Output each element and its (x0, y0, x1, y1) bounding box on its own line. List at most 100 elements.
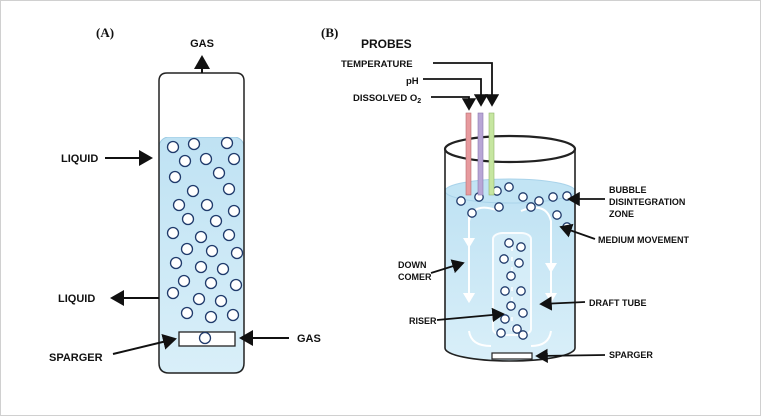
gas-in-label: GAS (297, 333, 321, 345)
bubble (220, 136, 234, 150)
bubble (177, 274, 191, 288)
bubble-zone-label-2: DISINTEGRATION (609, 197, 685, 207)
o2-leader (431, 96, 477, 111)
bubble (212, 166, 226, 180)
circulation-right (520, 206, 557, 303)
bubble (214, 294, 228, 308)
probe-temperature (488, 112, 495, 196)
sparger-arrow-a (112, 334, 177, 355)
down-comer-arrow (430, 259, 465, 274)
panel-a-letter: (A) (96, 25, 114, 40)
panel-b-letter: (B) (321, 25, 338, 40)
bubble (180, 242, 194, 256)
bubble (227, 152, 241, 166)
bubble (181, 212, 195, 226)
bubble (227, 204, 241, 218)
temperature-label: TEMPERATURE (341, 59, 413, 70)
medium-movement-arrow (559, 223, 596, 240)
bubble (226, 308, 240, 322)
bubble (516, 286, 526, 296)
bubble (229, 278, 243, 292)
bubble (204, 310, 218, 324)
probe-o2 (465, 112, 472, 196)
column-headspace (158, 72, 245, 137)
vessel-rim (443, 134, 577, 164)
vessel-sparger (491, 352, 533, 360)
bubble (516, 242, 526, 252)
bubble (467, 208, 477, 218)
bubble (172, 198, 186, 212)
bubble (518, 192, 528, 202)
ph-label: pH (406, 76, 419, 87)
bubble (222, 228, 236, 242)
draft-tube-arrow (539, 296, 586, 311)
liquid-out-label: LIQUID (58, 293, 95, 305)
bubble (222, 182, 236, 196)
draft-tube-label: DRAFT TUBE (589, 298, 647, 308)
bubble (169, 256, 183, 270)
bubble (552, 210, 562, 220)
column-wall (158, 137, 245, 374)
bubble (180, 306, 194, 320)
bubble (504, 182, 514, 192)
sparger-label-b: SPARGER (609, 350, 653, 360)
vessel-bottom (444, 347, 576, 362)
bubble (200, 198, 214, 212)
bubble (548, 192, 558, 202)
down-comer-label-1: DOWN (398, 260, 427, 270)
bubble-column (158, 72, 245, 374)
bubble (518, 308, 528, 318)
ph-leader (423, 78, 489, 107)
bubble (496, 328, 506, 338)
circulation-bottom-right (530, 330, 552, 347)
bubble (166, 226, 180, 240)
bubble (166, 286, 180, 300)
down-comer-label-2: COMER (398, 272, 432, 282)
probe-ph (477, 112, 484, 196)
bubble (514, 258, 524, 268)
medium-movement-label: MEDIUM MOVEMENT (598, 235, 690, 245)
liquid-in-label: LIQUID (61, 153, 98, 165)
bubble (194, 260, 208, 274)
sparger-arrow-b (535, 348, 606, 364)
bubble-zone-label-3: ZONE (609, 209, 634, 219)
circulation-bottom-left (468, 330, 492, 347)
dissolved-o2-label: DISSOLVED O2 (353, 93, 421, 105)
bubble (204, 276, 218, 290)
riser-arrow (436, 307, 505, 323)
bubble (456, 196, 466, 206)
bubble (500, 314, 510, 324)
bubble (230, 246, 244, 260)
bubble (205, 244, 219, 258)
bubble (168, 170, 182, 184)
bubble (209, 214, 223, 228)
bubble (500, 286, 510, 296)
bubble (216, 262, 230, 276)
bubble (512, 324, 522, 334)
bubble-zone-label-1: BUBBLE (609, 185, 647, 195)
bubble (518, 330, 528, 340)
bubble (499, 254, 509, 264)
riser-label: RISER (409, 316, 437, 326)
vessel-bubbles (456, 182, 572, 340)
bubble (534, 196, 544, 206)
gas-out-label: GAS (190, 38, 214, 50)
sparger-label-a: SPARGER (49, 352, 103, 364)
bubble (506, 301, 516, 311)
airlift-vessel (443, 112, 577, 362)
bubble (187, 137, 201, 151)
bubble (198, 331, 212, 345)
bubble (166, 140, 180, 154)
bubble (194, 230, 208, 244)
bubble (526, 202, 536, 212)
bubble (199, 152, 213, 166)
bubble (504, 238, 514, 248)
bubble (178, 154, 192, 168)
bubble (192, 292, 206, 306)
temperature-leader (433, 62, 500, 107)
probes-label: PROBES (361, 37, 412, 51)
column-bubbles (166, 136, 244, 345)
bubble (186, 184, 200, 198)
